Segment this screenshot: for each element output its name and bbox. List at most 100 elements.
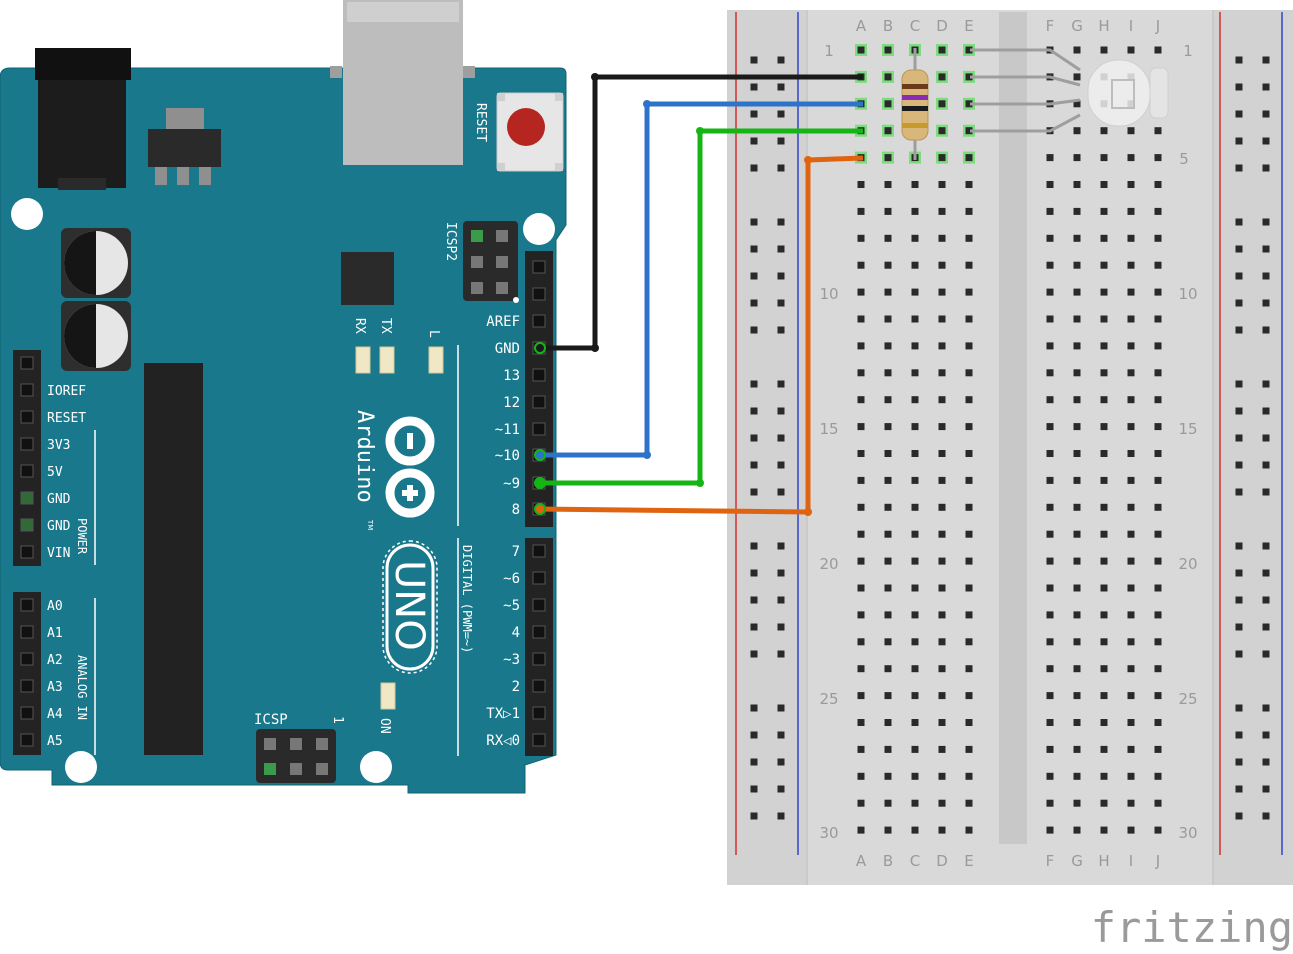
breadboard-hole [1100,584,1108,592]
breadboard-hole [965,826,973,834]
rail-hole [1262,272,1270,280]
analog-pin-hole[interactable] [20,733,34,747]
breadboard-hole [1154,396,1162,404]
breadboard-hole [938,288,946,296]
breadboard-hole [1046,719,1054,726]
digital-pin-hole[interactable] [532,395,546,409]
digital-pin-hole[interactable] [532,598,546,612]
analog-pin-label: A1 [47,626,63,641]
analog-pin-hole[interactable] [20,679,34,693]
breadboard-hole [911,584,919,592]
rail-hole [1262,542,1270,550]
analog-pin-hole[interactable] [20,706,34,720]
power-pin-hole[interactable] [20,545,34,559]
wire-pin-10 [538,101,863,458]
digital-pin-hole[interactable] [532,571,546,585]
power-pin-hole[interactable] [20,356,34,370]
icsp-pin1-label: 1 [330,716,345,724]
reset-button[interactable] [496,92,564,172]
breadboard-hole [965,369,973,377]
breadboard-hole [857,745,865,753]
rail-hole [1235,542,1243,550]
breadboard-hole [911,342,919,350]
digital-pin-hole[interactable] [532,733,546,747]
rail-hole [1235,812,1243,820]
breadboard-hole [938,692,946,700]
breadboard-hole [857,799,865,807]
rail-hole [750,569,758,577]
breadboard-hole [911,826,919,834]
breadboard-hole [1127,665,1135,673]
rail-hole [1235,272,1243,280]
breadboard-hole [1100,396,1108,404]
breadboard-hole [1073,665,1081,673]
rail-hole [777,461,785,469]
breadboard-hole [938,450,946,457]
breadboard-hole [965,181,973,188]
digital-pin-hole[interactable] [532,422,546,436]
rail-hole [1262,704,1270,712]
rail-hole [1235,785,1243,793]
digital-pin-hole[interactable] [532,706,546,720]
analog-pin-hole[interactable] [20,625,34,639]
breadboard-hole [1046,638,1054,646]
analog-pin-hole[interactable] [20,598,34,612]
power-pin-hole[interactable] [20,410,34,424]
power-pin-label: 5V [47,465,63,480]
breadboard-hole [1127,503,1135,511]
digital-pin-hole[interactable] [532,260,546,274]
analog-pin-hole[interactable] [20,652,34,666]
breadboard-hole [1127,450,1135,457]
rail-hole [1235,596,1243,604]
breadboard-hole [965,530,973,538]
breadboard-hole [884,826,892,834]
tx-led-icon [379,346,395,374]
breadboard-hole [857,665,865,673]
breadboard-hole [857,369,865,377]
breadboard-hole [938,234,946,242]
rail-hole [750,704,758,712]
digital-pin-hole[interactable] [532,652,546,666]
breadboard-hole [1127,772,1135,780]
power-pin-hole[interactable] [20,437,34,451]
digital-pin-hole[interactable] [532,625,546,639]
rail-hole [777,704,785,712]
analog-pin-label: A2 [47,653,63,668]
breadboard-hole [965,611,973,619]
rail-hole [777,272,785,280]
digital-pin-hole[interactable] [532,368,546,382]
power-pin-hole[interactable] [20,491,34,505]
breadboard-hole [911,799,919,807]
rail-hole [750,272,758,280]
breadboard-hole [938,665,946,673]
digital-pin-hole[interactable] [532,287,546,301]
breadboard-hole [1100,127,1108,135]
power-pin-hole[interactable] [20,383,34,397]
breadboard-hole [1154,342,1162,350]
rail-hole [777,542,785,550]
analog-pin-label: A3 [47,680,63,695]
rail-hole [1262,623,1270,631]
power-pin-hole[interactable] [20,518,34,532]
col-letter-f-top: F [1046,17,1055,35]
digital-pin-hole[interactable] [532,314,546,328]
analog-pin-label: A4 [47,707,63,722]
breadboard-hole [857,826,865,834]
rail-hole [1235,299,1243,307]
breadboard-hole [1100,476,1108,484]
rail-hole [750,218,758,226]
digital-pin-hole[interactable] [532,544,546,558]
breadboard-hole [911,745,919,753]
digital-pin-label: ~3 [503,652,520,668]
breadboard-hole [1046,772,1054,780]
breadboard-hole [884,46,892,54]
rail-hole [750,164,758,172]
digital-pin-hole[interactable] [532,679,546,693]
rail-hole [1235,569,1243,577]
rail-hole [1262,83,1270,91]
row-number-30-left: 30 [819,824,838,842]
breadboard-hole [965,396,973,404]
power-pin-hole[interactable] [20,464,34,478]
power-header [13,350,41,566]
